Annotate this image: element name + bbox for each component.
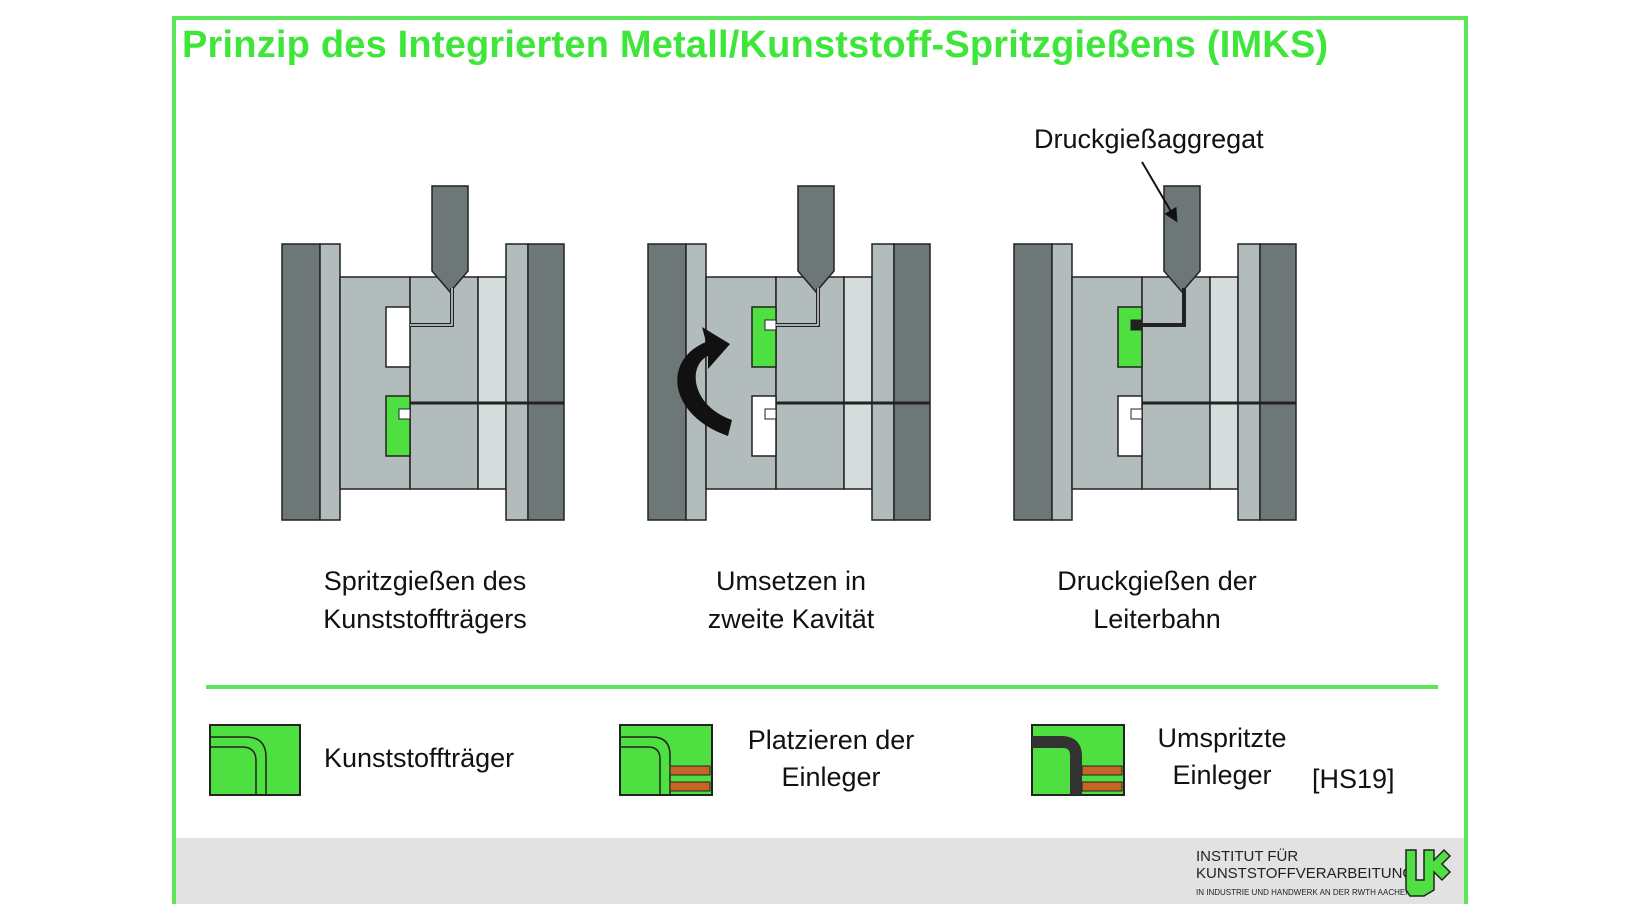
- legend-label-3-line1: Umspritzte: [1157, 723, 1287, 753]
- mould-2: [647, 185, 931, 521]
- mould-1: [281, 185, 565, 521]
- page-title: Prinzip des Integrierten Metall/Kunststo…: [182, 24, 1329, 66]
- institute-name-line2: KUNSTSTOFFVERARBEITUNG: [1196, 865, 1415, 882]
- step-3-caption: Druckgießen der Leiterbahn: [1042, 562, 1272, 638]
- legend-icon-umspritzte: [1031, 724, 1125, 796]
- legend-label-2-line1: Platzieren der: [747, 725, 915, 755]
- legend-label-1: Kunststoffträger: [324, 740, 514, 777]
- legend-label-2: Platzieren der Einleger: [736, 722, 926, 796]
- step-2-caption-line1: Umsetzen in: [715, 566, 867, 596]
- rotation-arrow: [677, 327, 732, 436]
- annotation-label: Druckgießaggregat: [1034, 124, 1264, 154]
- ikv-logo-icon: [1405, 848, 1452, 897]
- annotation-arrow: [1141, 161, 1178, 223]
- step-2-caption: Umsetzen in zweite Kavität: [676, 562, 906, 638]
- step-1-caption: Spritzgießen des Kunststoffträgers: [310, 562, 540, 638]
- step-1-caption-line2: Kunststoffträgers: [323, 604, 527, 634]
- section-divider: [206, 685, 1438, 689]
- footer-bar: INSTITUT FÜR KUNSTSTOFFVERARBEITUNG IN I…: [176, 838, 1464, 904]
- legend-icon-platzieren: [619, 724, 713, 796]
- step-1-caption-line1: Spritzgießen des: [323, 566, 527, 596]
- mould-3: [1013, 161, 1297, 521]
- legend-label-2-line2: Einleger: [781, 762, 881, 792]
- institute-name-line1: INSTITUT FÜR: [1196, 848, 1299, 865]
- step-3-caption-line1: Druckgießen der: [1057, 566, 1257, 596]
- legend-label-1-line1: Kunststoffträger: [324, 743, 515, 773]
- legend-label-3-line2: Einleger: [1172, 760, 1272, 790]
- source-reference: [HS19]: [1312, 764, 1395, 794]
- step-2-caption-line2: zweite Kavität: [707, 604, 875, 634]
- legend-icon-kunststofftraeger: [209, 724, 301, 796]
- process-diagram: [209, 161, 1297, 796]
- slide-frame: Prinzip des Integrierten Metall/Kunststo…: [172, 16, 1468, 904]
- step-3-caption-line2: Leiterbahn: [1093, 604, 1221, 634]
- institute-name-line3: IN INDUSTRIE UND HANDWERK AN DER RWTH AA…: [1196, 888, 1411, 897]
- legend-label-3: Umspritzte Einleger: [1142, 720, 1302, 794]
